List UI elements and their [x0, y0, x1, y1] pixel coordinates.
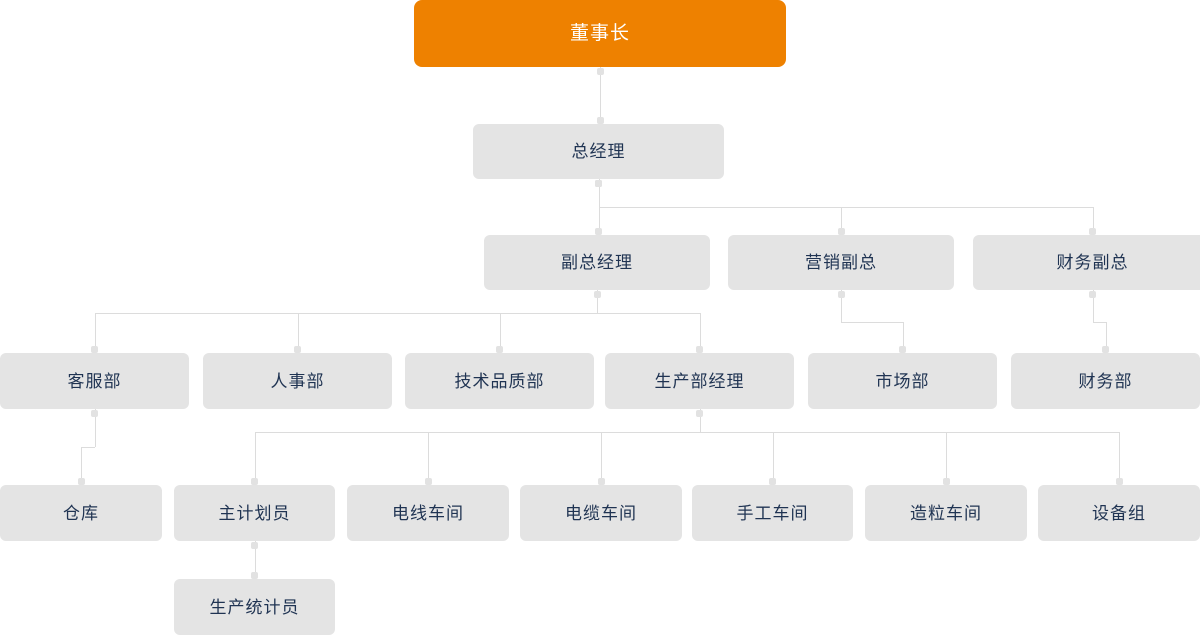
connector-dot-end — [91, 346, 98, 353]
connector-line — [255, 541, 256, 579]
connector-dot-end — [598, 478, 605, 485]
org-node-label: 生产部经理 — [654, 371, 745, 391]
connector-dot-start — [1089, 291, 1096, 298]
org-node-n18[interactable]: 生产统计员 — [174, 579, 335, 635]
org-node-label: 主计划员 — [218, 503, 291, 523]
connector-dot-start — [251, 542, 258, 549]
connector-line — [298, 313, 299, 353]
connector-line — [81, 447, 82, 485]
connector-dot-end — [838, 228, 845, 235]
org-node-label: 造粒车间 — [910, 503, 982, 523]
org-node-n15[interactable]: 手工车间 — [692, 485, 853, 541]
connector-dot-end — [1089, 228, 1096, 235]
connector-line — [700, 313, 701, 353]
org-node-n9[interactable]: 市场部 — [808, 353, 997, 409]
connector-line — [500, 313, 501, 353]
connector-line — [601, 432, 602, 485]
connector-line — [600, 67, 601, 124]
org-node-n7[interactable]: 技术品质部 — [405, 353, 594, 409]
connector-dot-end — [496, 346, 503, 353]
org-node-n8[interactable]: 生产部经理 — [605, 353, 794, 409]
org-node-n12[interactable]: 主计划员 — [174, 485, 335, 541]
connector-dot-end — [251, 478, 258, 485]
connector-bus — [841, 322, 903, 323]
connector-dot-end — [595, 228, 602, 235]
connector-dot-end — [251, 572, 258, 579]
org-node-label: 技术品质部 — [454, 371, 545, 391]
connector-dot-start — [597, 68, 604, 75]
connector-dot-end — [1116, 478, 1123, 485]
org-node-label: 客服部 — [67, 371, 122, 391]
org-node-n3[interactable]: 营销副总 — [728, 235, 954, 290]
org-node-label: 生产统计员 — [209, 597, 300, 617]
connector-line — [1119, 432, 1120, 485]
org-node-n11[interactable]: 仓库 — [0, 485, 162, 541]
connector-line — [428, 432, 429, 485]
org-node-n1[interactable]: 总经理 — [473, 124, 724, 179]
org-node-n17[interactable]: 设备组 — [1038, 485, 1200, 541]
connector-dot-start — [595, 180, 602, 187]
connector-bus — [599, 207, 1093, 208]
org-node-n13[interactable]: 电线车间 — [347, 485, 509, 541]
connector-line — [255, 432, 256, 485]
org-node-n0[interactable]: 董事长 — [414, 0, 786, 67]
connector-line — [597, 290, 598, 313]
org-node-label: 总经理 — [571, 142, 626, 161]
connector-dot-end — [294, 346, 301, 353]
connector-line — [95, 409, 96, 447]
connector-dot-start — [594, 291, 601, 298]
org-node-label: 设备组 — [1092, 503, 1146, 523]
connector-line — [773, 432, 774, 485]
connector-dot-end — [899, 346, 906, 353]
connector-bus — [255, 432, 1120, 433]
connector-line — [903, 322, 904, 354]
org-node-label: 电线车间 — [392, 503, 464, 523]
connector-bus — [95, 313, 700, 314]
connector-dot-end — [769, 478, 776, 485]
connector-line — [946, 432, 947, 485]
org-node-n2[interactable]: 副总经理 — [484, 235, 710, 290]
org-node-n4[interactable]: 财务副总 — [973, 235, 1200, 290]
org-node-n6[interactable]: 人事部 — [203, 353, 392, 409]
org-node-label: 董事长 — [569, 23, 630, 44]
org-node-label: 营销副总 — [805, 253, 877, 272]
org-node-label: 人事部 — [270, 371, 325, 391]
org-node-label: 电缆车间 — [565, 503, 637, 523]
connector-dot-start — [91, 410, 98, 417]
connector-bus — [1093, 322, 1106, 323]
org-node-n5[interactable]: 客服部 — [0, 353, 189, 409]
connector-dot-end — [943, 478, 950, 485]
org-node-label: 手工车间 — [736, 503, 809, 523]
org-node-n16[interactable]: 造粒车间 — [865, 485, 1027, 541]
connector-line — [841, 290, 842, 322]
connector-bus — [81, 447, 95, 448]
org-node-label: 市场部 — [875, 371, 930, 391]
connector-dot-end — [78, 478, 85, 485]
connector-dot-start — [838, 291, 845, 298]
connector-line — [841, 207, 842, 235]
org-node-n10[interactable]: 财务部 — [1011, 353, 1200, 409]
connector-line — [1093, 290, 1094, 322]
org-node-label: 副总经理 — [561, 253, 633, 272]
connector-dot-end — [425, 478, 432, 485]
org-node-label: 仓库 — [63, 503, 99, 523]
connector-dot-start — [696, 410, 703, 417]
connector-line — [599, 179, 600, 207]
org-node-label: 财务副总 — [1056, 253, 1129, 272]
org-node-n14[interactable]: 电缆车间 — [520, 485, 682, 541]
connector-dot-end — [597, 117, 604, 124]
connector-line — [1106, 322, 1107, 354]
org-node-label: 财务部 — [1078, 371, 1133, 391]
connector-dot-end — [696, 346, 703, 353]
connector-line — [700, 409, 701, 432]
connector-line — [1093, 207, 1094, 235]
connector-dot-end — [1102, 346, 1109, 353]
connector-line — [95, 313, 96, 353]
